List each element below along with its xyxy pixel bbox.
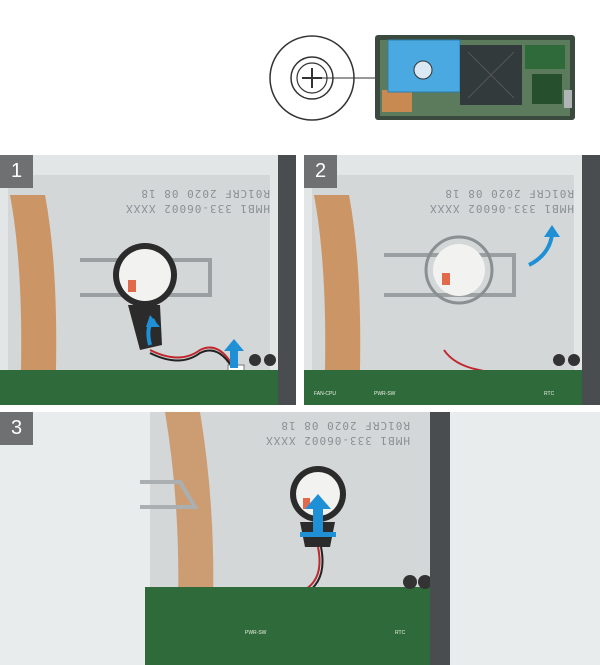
engraving-text: R01CRF 2020 08 18 [140,187,270,200]
pcb-label: FAN-CPU [314,391,336,397]
overview-section [0,0,600,140]
engraving-text: HMB1 333-06002 XXXX [125,202,270,215]
pcb-label: RTC [395,630,406,636]
arrow-icon [528,234,554,267]
engraving-text: R01CRF 2020 08 18 [280,419,410,432]
up-arrow-icon [305,494,331,509]
step-1-panel: 1 R01CRF 2020 08 18 HMB1 333-06002 XXXX [0,155,296,405]
engraving-text: HMB1 333-06002 XXXX [265,434,410,447]
pcb-label: PWR-SW [374,391,396,397]
step-3-panel: 3 R01CRF 2020 08 18 HMB1 333-06002 XXXX … [0,412,600,665]
step-2-illustration: R01CRF 2020 08 18 HMB1 333-06002 XXXX FA… [304,155,600,405]
system-board-thumbnail [320,35,575,120]
step-number-badge: 3 [0,412,33,445]
engraving-text: HMB1 333-06002 XXXX [429,202,574,215]
step-number-badge: 2 [304,155,337,188]
step-2-panel: 2 R01CRF 2020 08 18 HMB1 333-06002 XXXX … [304,155,600,405]
step-1-illustration: R01CRF 2020 08 18 HMB1 333-06002 XXXX [0,155,296,405]
step-number-badge: 1 [0,155,33,188]
engraving-text: R01CRF 2020 08 18 [444,187,574,200]
step-3-illustration: R01CRF 2020 08 18 HMB1 333-06002 XXXX PW… [0,412,600,665]
up-arrow-icon [224,339,244,351]
pcb-label: RTC [544,391,555,397]
pcb-label: PWR-SW [245,630,267,636]
